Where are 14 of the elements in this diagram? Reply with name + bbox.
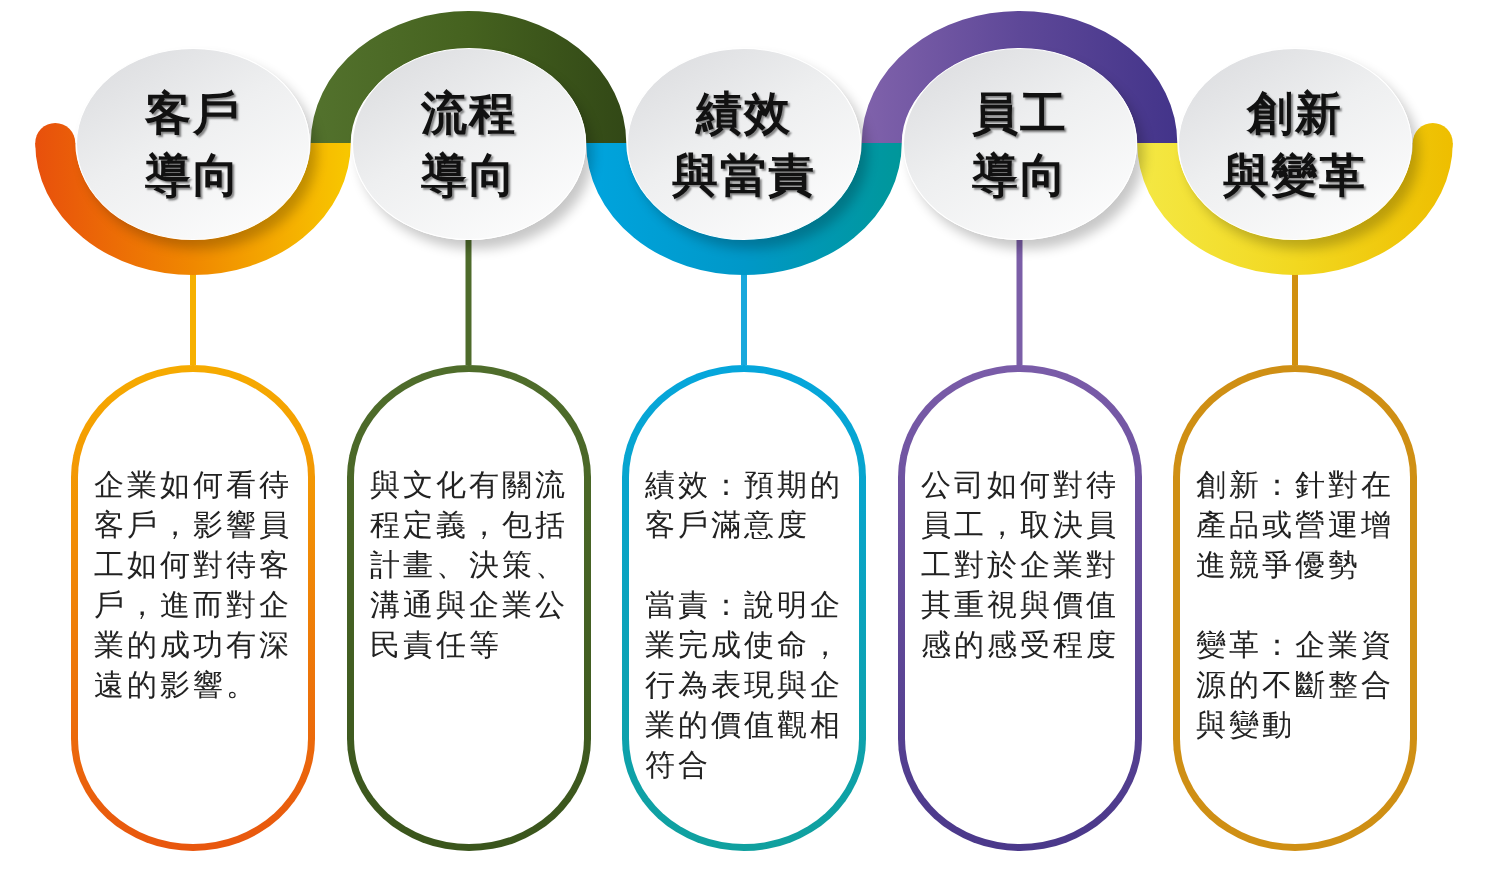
card-text: 變革：企業資源的不斷整合與變動 [1196, 626, 1395, 744]
card-text: 企業如何看待客戶，影響員工如何對待客戶，進而對企業的成功有深遠的影響。 [94, 466, 293, 704]
card-text: 績效：預期的客戶滿意度 [645, 466, 844, 544]
card-text: 公司如何對待員工，取決員工對於企業對其重視與價值感的感受程度 [920, 466, 1120, 664]
connector-line [1016, 240, 1023, 365]
circle-heading: 員工導向 [971, 85, 1068, 204]
circle-heading: 創新與變革 [1223, 85, 1367, 204]
circle-heading: 客戶導向 [145, 85, 241, 204]
circle-heading: 流程導向 [420, 85, 517, 204]
circle-heading: 績效與當責 [672, 85, 816, 204]
card-text: 創新：針對在產品或營運增進競爭優勢 [1196, 466, 1395, 584]
card-text: 與文化有關流程定義，包括計畫、決策、溝通與企業公民責任等 [369, 466, 569, 664]
connector-line [465, 240, 472, 365]
card-text: 當責：說明企業完成使命，行為表現與企業的價值觀相符合 [645, 586, 844, 784]
